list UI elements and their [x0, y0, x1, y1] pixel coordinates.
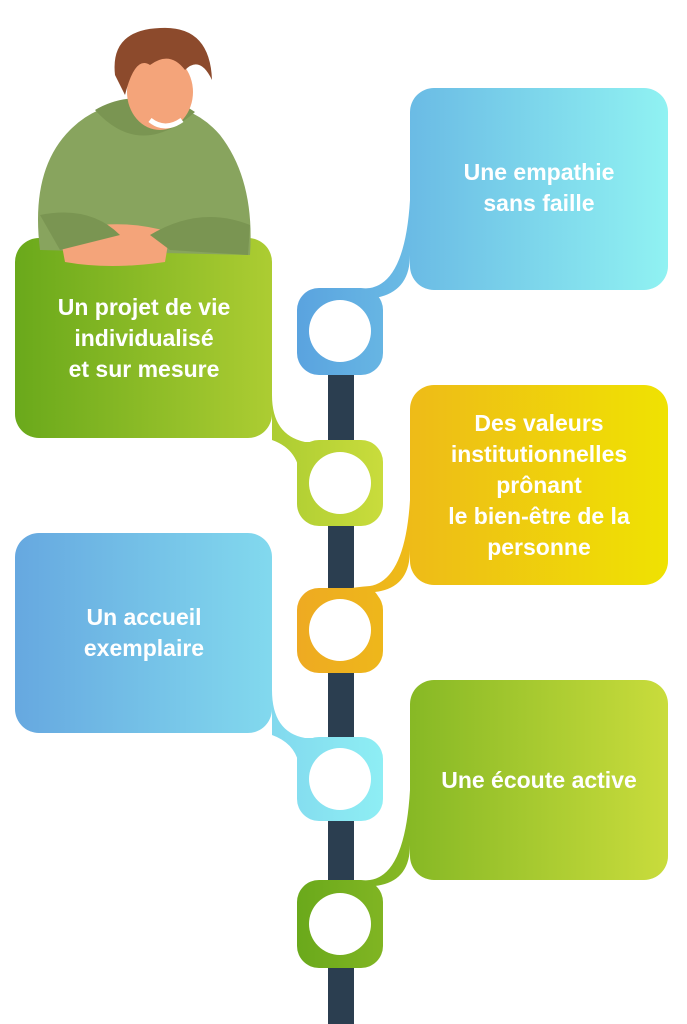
person-illustration	[38, 27, 251, 266]
callout-shape-5	[297, 680, 668, 968]
callout-text: individualisé	[74, 324, 214, 351]
callout-shape-1	[297, 88, 668, 375]
callout-ecoute: Une écoute active	[410, 680, 668, 880]
callout-valeurs: Des valeurs institutionnelles prônant le bi…	[410, 385, 668, 585]
callout-text: sans faille	[483, 190, 595, 216]
callout-shape-3	[297, 385, 668, 673]
callout-text: institutionnelles	[450, 440, 628, 467]
callout-text: Une empathie	[463, 159, 615, 185]
callout-text: prônant	[496, 471, 582, 498]
callout-text: le bien-être de la	[448, 502, 630, 529]
callout-shape-2	[15, 238, 383, 526]
callout-text: Des valeurs	[474, 409, 604, 436]
callout-accueil: Un accueil exemplaire	[15, 533, 273, 733]
callout-text: exemplaire	[83, 635, 205, 661]
callout-shape-4	[15, 533, 383, 821]
callout-text: et sur mesure	[68, 355, 220, 382]
callout-text: Une écoute active	[441, 766, 637, 793]
callout-text: personne	[487, 533, 591, 560]
callout-projet-de-vie: Un projet de vie individualisé et sur mesu…	[15, 238, 273, 438]
callout-text: Un projet de vie	[57, 293, 231, 320]
callout-text: Un accueil	[86, 604, 202, 630]
callout-empathie: Une empathie sans faille	[410, 88, 668, 288]
